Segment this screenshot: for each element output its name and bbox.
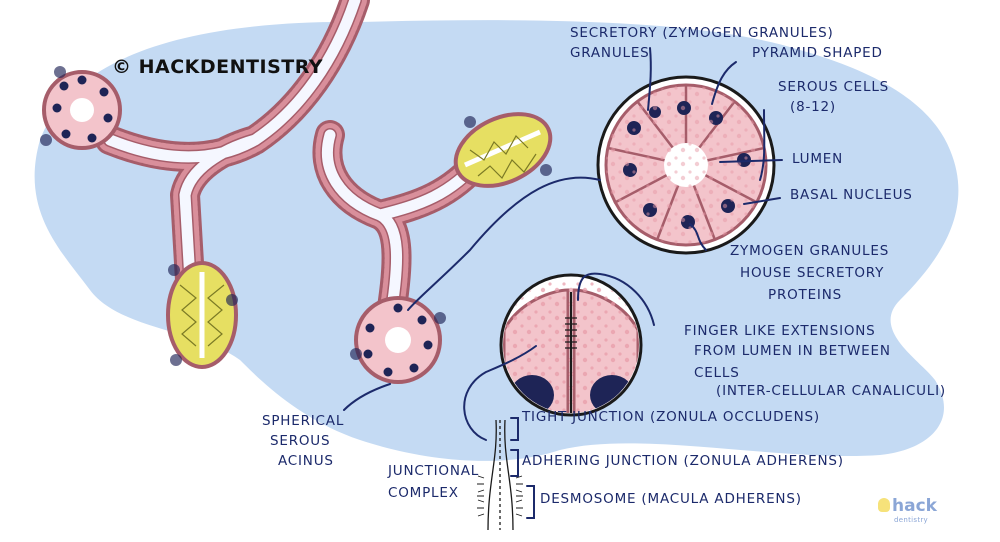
label-pyramid-shaped: Pyramid Shaped [752,45,883,61]
label-lumen: Lumen [792,151,844,167]
label-junctional-2: Complex [388,485,459,501]
canaliculi-zoom [499,273,643,417]
label-finger-extensions-3: Cells [694,365,740,381]
copyright-watermark: © HACKDENTISTRY [112,56,324,78]
spherical-serous-acinus [350,296,446,384]
hackdentistry-logo: hack dentistry [878,496,938,526]
mucous-acinus-right [453,112,553,188]
branching-duct [95,0,495,335]
label-tight-junction: Tight Junction (Zonula Occludens) [522,409,820,425]
mucous-acinus-left [166,261,238,369]
label-finger-extensions-4: (Inter-Cellular Canaliculi) [716,383,946,399]
label-zymogen-granules-1: Zymogen Granules [730,243,890,259]
label-desmosome: Desmosome (Macula Adherens) [540,491,802,507]
serous-acinus-top-left [40,66,122,150]
label-zymogen-granules-2: House Secretory [740,265,885,281]
label-finger-extensions-1: Finger Like Extensions [684,323,876,339]
label-adhering-junction: Adhering Junction (Zonula Adherens) [522,453,844,469]
label-serous-cells-count: (8-12) [790,99,836,115]
lightbulb-icon [878,498,890,512]
junctional-complex-illustration [477,419,523,531]
logo-subtext: dentistry [894,516,928,524]
label-spherical-3: Acinus [278,453,334,469]
label-secretory-granules-1: Secretory (Zymogen Granules) [570,25,834,41]
label-serous-cells: Serous Cells [778,79,890,95]
label-finger-extensions-2: From Lumen In Between [694,343,891,359]
large-serous-acinus [596,75,776,255]
label-secretory-granules-2: Granules [570,45,650,61]
label-zymogen-granules-3: Proteins [768,287,842,303]
label-basal-nucleus: Basal Nucleus [790,187,913,203]
logo-word: hack [892,496,937,516]
label-spherical-1: Spherical [262,413,345,429]
leader-lines [343,47,783,519]
label-junctional-1: Junctional [388,463,480,479]
label-spherical-2: Serous [270,433,331,449]
